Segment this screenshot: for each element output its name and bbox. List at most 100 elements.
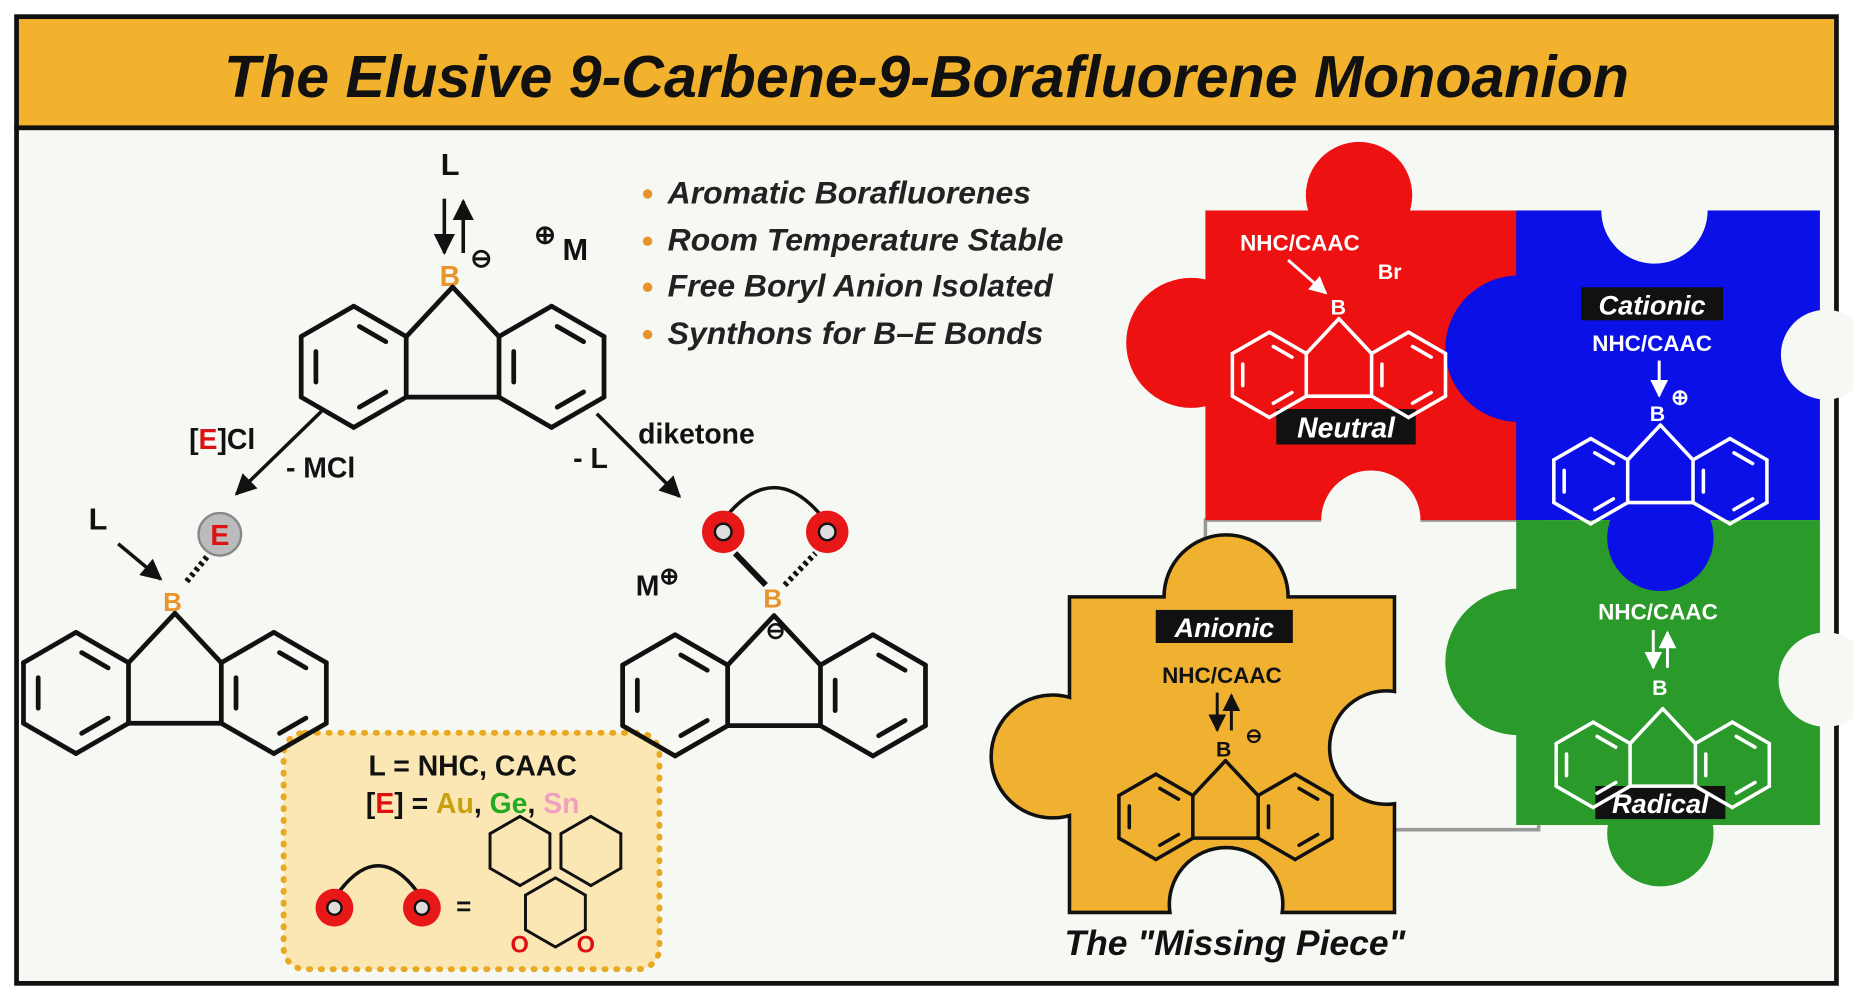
element-sphere	[197, 511, 243, 557]
boron-label-top: B	[440, 261, 460, 293]
phenanthrenequinone-bond	[559, 814, 593, 836]
borafluorene-top-ring-bond	[351, 394, 409, 430]
borafluorene-anionic-ring-bond	[1293, 772, 1334, 798]
borafluorene-right-bond	[771, 613, 823, 668]
borafluorene-radical-ring-bond	[1554, 784, 1595, 810]
borafluorene-top-double-bond	[554, 389, 587, 410]
bullet-dot	[642, 282, 653, 293]
oxygen-core-left	[713, 522, 733, 542]
borafluorene-radical-double-bond	[1595, 734, 1618, 749]
legend-ligand-definition: L = NHC, CAAC	[369, 750, 577, 782]
phenanthrenequinone-bond	[518, 866, 552, 888]
borafluorene-anionic-ring-bond	[1117, 836, 1158, 862]
borafluorene-left-double-bond	[277, 650, 309, 671]
hashed-bond-right	[782, 551, 818, 588]
neutral-bromine: Br	[1378, 260, 1402, 284]
borafluorene-neutral-ring-bond	[1267, 330, 1309, 356]
legend-oxygen-label-left: O	[511, 933, 529, 959]
borafluorene-anionic-ring-bond	[1154, 772, 1195, 798]
borafluorene-neutral-double-bond	[1271, 390, 1294, 406]
title-banner	[14, 14, 1839, 131]
borafluorene-left-ring-bond	[21, 629, 79, 666]
reaction-arrow-right	[595, 412, 682, 498]
oxygen-core-right	[817, 522, 837, 542]
radical-ligand: NHC/CAAC	[1598, 599, 1718, 624]
borafluorene-right-ring-bond	[620, 632, 678, 668]
borafluorene-radical-ring-bond	[1693, 720, 1735, 746]
borafluorene-cationic-ring-bond	[1691, 500, 1732, 526]
boron-label-right: B	[763, 584, 782, 614]
cationic-label: Cationic	[1598, 289, 1705, 320]
puzzle	[989, 141, 1853, 915]
borafluorene-cationic-double-bond	[1732, 497, 1755, 512]
phenanthrenequinone-bond	[518, 814, 552, 836]
borafluorene-anionic-ring-bond	[1117, 772, 1158, 798]
bullet-list: Aromatic Borafluorenes Room Temperature …	[642, 174, 1063, 351]
legend-diketone-bridge	[332, 863, 424, 900]
diketone-bridge	[721, 485, 827, 522]
borafluorene-top-ring-bond	[298, 394, 357, 430]
borafluorene-right-bond	[725, 613, 777, 668]
borafluorene-top-double-bond	[357, 324, 389, 345]
borafluorene-neutral-ring-bond	[1230, 330, 1272, 356]
borafluorene-right-ring-bond	[818, 723, 876, 759]
borafluorene-top-ring-bond	[298, 303, 357, 339]
ligand-label-left: L	[89, 502, 108, 537]
anionic-label-bg	[1155, 609, 1293, 643]
anion-charge-top: ⊖	[470, 243, 492, 273]
borafluorene-anionic-bond	[1223, 758, 1260, 798]
borafluorene-anionic-ring-bond	[1256, 772, 1297, 798]
borafluorene-top-ring-bond	[351, 303, 409, 339]
borafluorene-left-bond	[172, 610, 224, 666]
borafluorene-anionic-bond	[1191, 758, 1228, 798]
borafluorene-radical-ring-bond	[1591, 720, 1632, 746]
left-reagent: [E]Cl	[189, 424, 255, 456]
cationic-label-bg	[1581, 287, 1724, 321]
neutral-boron: B	[1331, 295, 1346, 319]
borafluorene-anionic-ring-bond	[1154, 836, 1195, 862]
neutral-label: Neutral	[1297, 412, 1396, 444]
borafluorene-radical-bond	[1660, 706, 1698, 746]
borafluorene-cationic-ring-bond	[1552, 500, 1593, 526]
borafluorene-right-ring-bond	[672, 632, 731, 668]
borafluorene-right-double-bond	[678, 718, 710, 739]
bullet-dot	[642, 236, 653, 246]
borafluorene-radical-ring-bond	[1730, 784, 1772, 810]
bullet-item: Aromatic Borafluorenes	[667, 174, 1031, 210]
borafluorene-anionic-ring-bond	[1256, 836, 1297, 862]
phenanthrenequinone-bond	[524, 928, 557, 949]
borafluorene-top-bond	[450, 284, 502, 339]
borafluorene-radical-double-bond	[1595, 780, 1618, 796]
borafluorene-cationic-ring-bond	[1728, 436, 1769, 462]
legend-element-definition: [E] = Au, Ge, Sn	[366, 788, 580, 820]
neutral-notch	[1321, 470, 1421, 570]
neutral-label-bg	[1276, 409, 1416, 445]
phenanthrenequinone-bond	[488, 866, 522, 888]
title: The Elusive 9-Carbene-9-Borafluorene Mon…	[224, 44, 1629, 110]
borafluorene-anionic-double-bond	[1297, 832, 1320, 848]
borafluorene-neutral-ring-bond	[1230, 394, 1272, 420]
element-label: E	[210, 520, 229, 552]
borafluorene-neutral-double-bond	[1410, 344, 1433, 359]
metal-label-top: M	[563, 232, 589, 267]
borafluorene-cationic-bond	[1658, 423, 1695, 462]
borafluorene-left-ring-bond	[73, 720, 131, 756]
borafluorene-left-double-bond	[79, 715, 111, 736]
bullet-item: Free Boryl Anion Isolated	[668, 268, 1055, 304]
borafluorene-anionic-double-bond	[1158, 832, 1181, 848]
borafluorene-top-ring-bond	[496, 303, 554, 339]
borafluorene-cationic-ring-bond	[1552, 436, 1593, 462]
radical-label: Radical	[1612, 788, 1710, 819]
borafluorene-anionic-double-bond	[1297, 786, 1320, 801]
borafluorene-anionic-double-bond	[1158, 786, 1181, 801]
legend-oxygen-core-left	[326, 899, 343, 916]
hashed-bond	[184, 553, 211, 584]
borafluorene-neutral-double-bond	[1410, 390, 1433, 406]
legend-equals: =	[456, 891, 471, 921]
neutral-ligand: NHC/CAAC	[1240, 231, 1360, 256]
borafluorene-left-ring-bond	[271, 629, 329, 666]
reaction-arrow-left	[234, 410, 323, 496]
borafluorene-right-ring-bond	[818, 632, 876, 668]
left-byproduct: - MCl	[286, 453, 355, 485]
